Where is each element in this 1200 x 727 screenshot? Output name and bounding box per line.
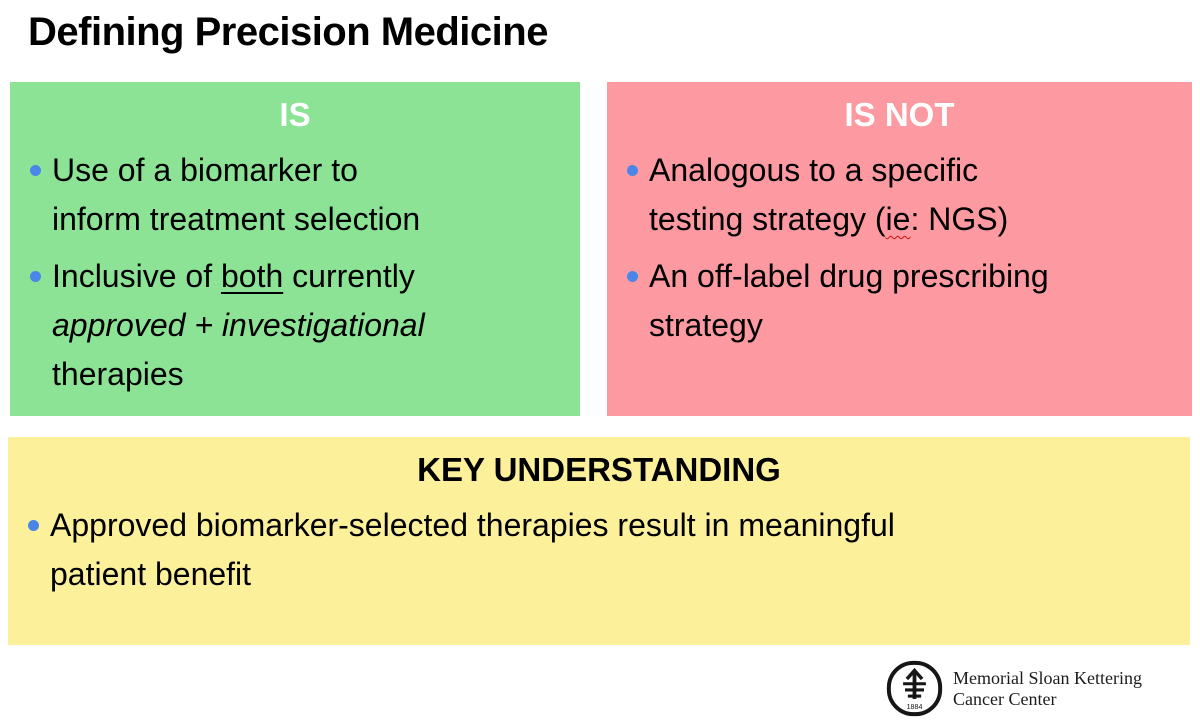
msk-logo-icon: 1884 <box>886 660 943 717</box>
bullet-dot-icon <box>30 165 41 176</box>
bullet-dot-icon <box>28 520 39 531</box>
is-bullet-1-text: Use of a biomarker to inform treatment s… <box>52 146 420 244</box>
is-not-bullet-1-text: Analogous to a specific testing strategy… <box>649 146 1008 244</box>
text-segment: currently <box>283 258 415 294</box>
org-name-line-1: Memorial Sloan Kettering <box>953 667 1142 688</box>
bullet-line: An off-label drug prescribing <box>649 258 1049 294</box>
bullet-line: Analogous to a specific <box>649 152 979 188</box>
is-bullet-2-text: Inclusive of both currently approved + i… <box>52 252 425 399</box>
is-box: IS Use of a biomarker to inform treatmen… <box>10 82 580 416</box>
is-not-bullet-2: An off-label drug prescribing strategy <box>607 252 1192 350</box>
key-bullet-1-text: Approved biomarker-selected therapies re… <box>50 501 895 599</box>
bullet-dot-icon <box>627 271 638 282</box>
text-segment: testing strategy ( <box>649 201 886 237</box>
underlined-text: both <box>220 258 284 294</box>
is-bullet-1: Use of a biomarker to inform treatment s… <box>10 146 580 244</box>
org-name-line-2: Cancer Center <box>953 688 1057 709</box>
is-box-header: IS <box>279 96 311 133</box>
bullet-dot-icon <box>30 271 41 282</box>
msk-logo: 1884 Memorial Sloan Kettering Cancer Cen… <box>886 660 1142 717</box>
bullet-line: therapies <box>52 356 184 392</box>
bullet-line: Inclusive of both currently <box>52 252 425 301</box>
key-understanding-box: KEY UNDERSTANDING Approved biomarker-sel… <box>8 437 1190 645</box>
bullet-line: strategy <box>649 307 763 343</box>
bullet-line: Use of a biomarker to <box>52 152 358 188</box>
org-name: Memorial Sloan Kettering Cancer Center <box>953 668 1142 710</box>
is-not-bullet-2-text: An off-label drug prescribing strategy <box>649 252 1049 350</box>
bullet-dot-icon <box>627 165 638 176</box>
spellcheck-underlined-text: ie <box>885 201 911 237</box>
is-not-bullet-1: Analogous to a specific testing strategy… <box>607 146 1192 244</box>
is-not-box-header: IS NOT <box>844 96 955 133</box>
key-bullet-1: Approved biomarker-selected therapies re… <box>8 501 1190 599</box>
text-segment: : NGS) <box>910 201 1009 237</box>
bullet-line: Approved biomarker-selected therapies re… <box>50 507 895 543</box>
bullet-line: testing strategy (ie: NGS) <box>649 195 1008 244</box>
is-not-box: IS NOT Analogous to a specific testing s… <box>607 82 1192 416</box>
slide-title: Defining Precision Medicine <box>28 10 548 54</box>
logo-year: 1884 <box>907 703 923 711</box>
text-segment: Inclusive of <box>52 258 221 294</box>
italic-text-line: approved + investigational <box>52 307 425 343</box>
bullet-line: inform treatment selection <box>52 201 421 237</box>
key-understanding-header: KEY UNDERSTANDING <box>417 451 781 488</box>
is-bullet-2: Inclusive of both currently approved + i… <box>10 252 580 399</box>
bullet-line: patient benefit <box>50 556 252 592</box>
